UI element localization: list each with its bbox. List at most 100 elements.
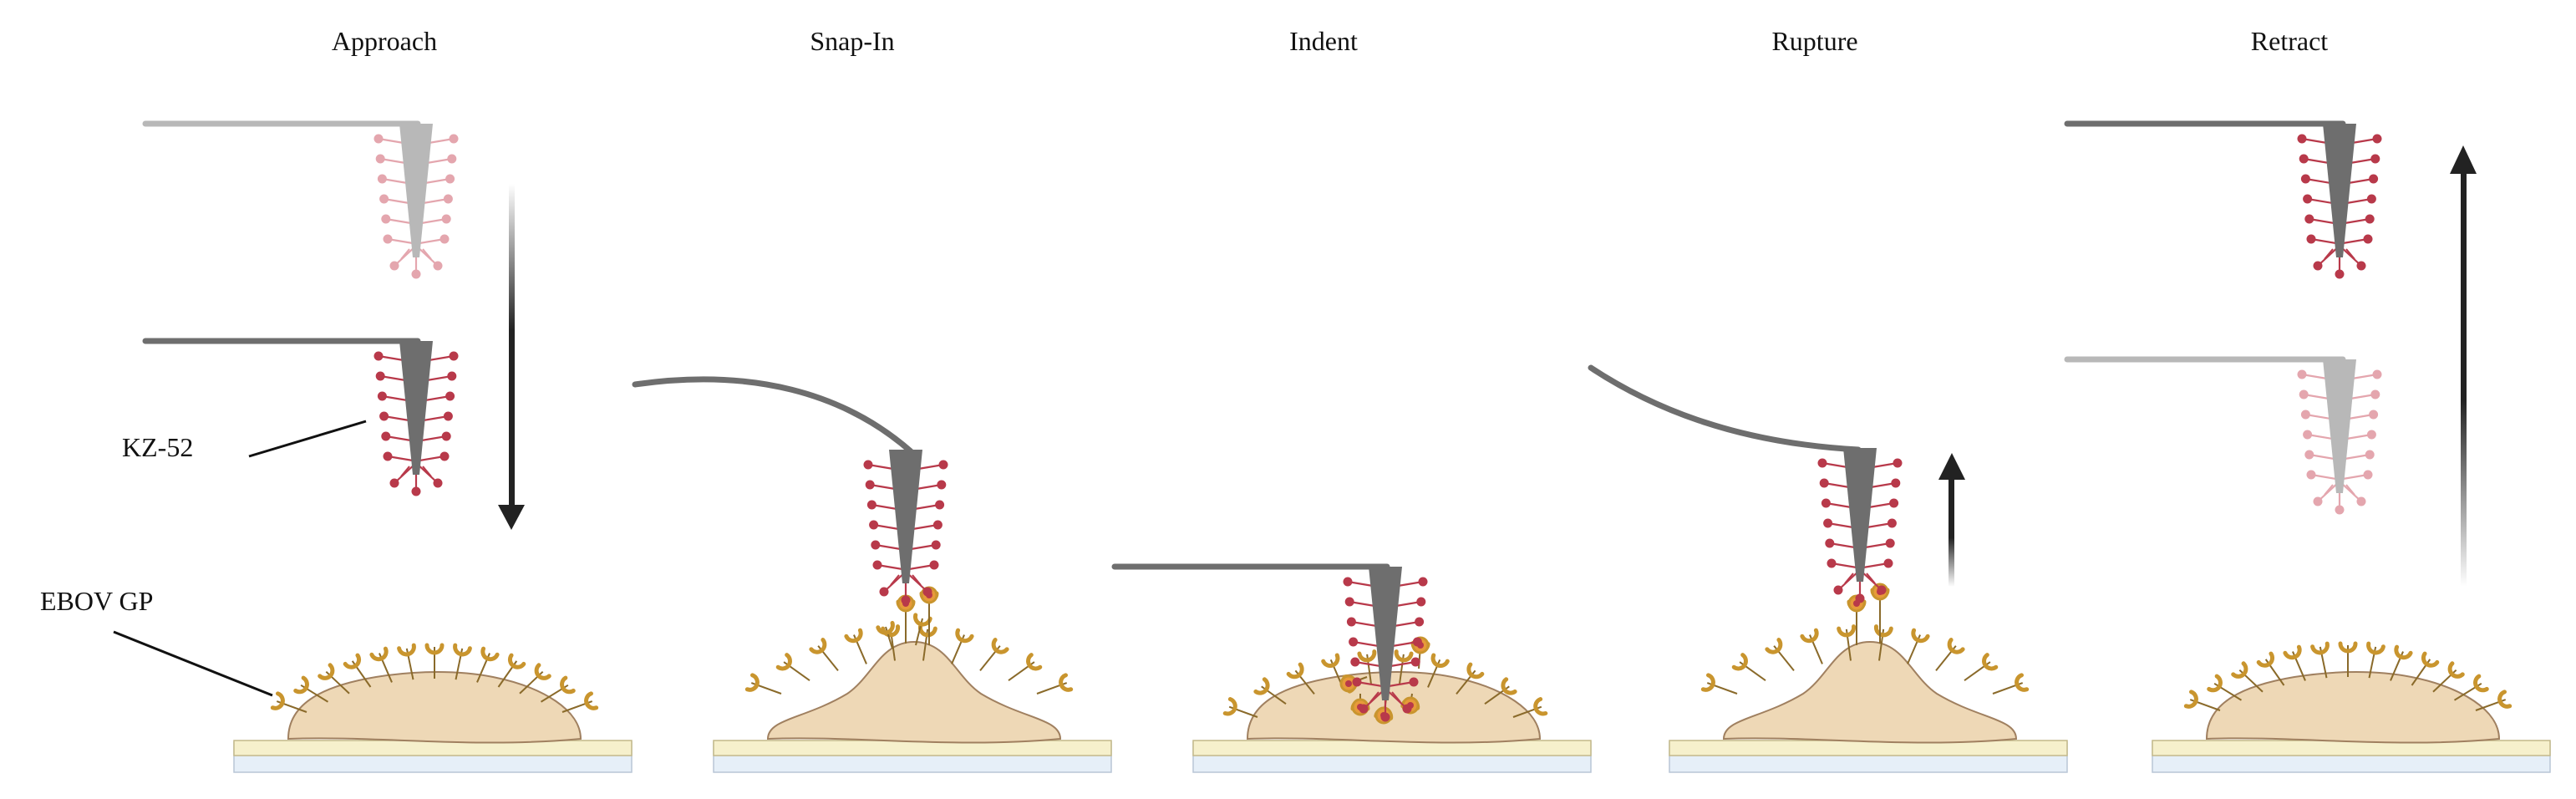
antibody-bead [2303, 194, 2313, 204]
antibody-arm [2324, 248, 2334, 260]
glycoprotein-head [318, 663, 335, 680]
antibody-bead [931, 540, 941, 550]
cantilevers-layer [142, 120, 2346, 570]
antibody-bead [441, 214, 451, 224]
antibody-bead [2306, 234, 2316, 244]
antibody-bead [383, 451, 393, 461]
glycoprotein [424, 643, 445, 679]
glycoprotein-head [424, 643, 445, 655]
retract-arrow-head [2450, 145, 2477, 174]
antibody-bead [901, 595, 911, 605]
glycoprotein [2411, 651, 2440, 686]
antibody-bead [2303, 430, 2313, 440]
antibody-bead [863, 460, 873, 470]
antibody-bead [2356, 496, 2366, 506]
glycoprotein-head [1059, 673, 1074, 692]
antibody-bead [1415, 617, 1425, 627]
glycoprotein-head [744, 673, 760, 692]
antibody-bead [1343, 577, 1353, 587]
antibody-bead [2300, 410, 2310, 420]
glycoprotein-head [397, 643, 416, 657]
glycoprotein [1394, 649, 1414, 684]
antibody-bead [935, 500, 945, 510]
antibody-bead [2304, 214, 2314, 224]
glycoprotein-head [507, 653, 526, 669]
antibody-bead [2365, 450, 2375, 460]
cell-2 [1192, 671, 1592, 773]
antibody-arm [400, 248, 410, 260]
tip-indent [1343, 567, 1428, 722]
glycoprotein [1907, 628, 1930, 664]
antibody-bead [2297, 369, 2307, 379]
glycoprotein-head [1357, 649, 1377, 663]
substrate-layer [1669, 740, 2068, 756]
antibody-bead [872, 560, 882, 570]
annotation-labels: KZ-52 EBOV GP [40, 420, 367, 697]
antibody-bead [1359, 704, 1369, 714]
antibody-bead [439, 451, 450, 461]
antibody-bead [2365, 214, 2375, 224]
glycoprotein [270, 691, 307, 713]
substrate-layer [1192, 740, 1592, 756]
antibody-bead [441, 431, 451, 441]
antibody-bead [411, 486, 421, 496]
afm-tip-pyramid [2323, 359, 2356, 493]
antibody-arm [422, 248, 432, 260]
glycoprotein-head [369, 646, 389, 662]
antibody-bead [2304, 450, 2314, 460]
glycoprotein-head [1321, 653, 1340, 668]
glycoprotein-head [1700, 673, 1715, 692]
stage-title-indent: Indent [1289, 26, 1358, 56]
antibody-bead [373, 134, 384, 144]
antibody-bead [1418, 577, 1428, 587]
glycoprotein [1036, 673, 1074, 695]
cell-4 [2152, 671, 2551, 773]
stage-title-approach: Approach [332, 26, 437, 56]
glycoprotein-head [2231, 661, 2248, 679]
glycoprotein [1992, 673, 2030, 695]
glycoprotein-head [955, 628, 974, 644]
antibody-bead [447, 154, 457, 164]
antibody-bead [2299, 154, 2309, 164]
motion-arrows-layer [498, 145, 2477, 587]
glycoprotein [2475, 690, 2512, 711]
glycoprotein [476, 646, 500, 683]
glycoprotein [1800, 628, 1823, 664]
glycoprotein [2256, 651, 2285, 686]
label-ebov-gp: EBOV GP [40, 586, 153, 616]
glycoprotein [951, 628, 974, 664]
glycoprotein [2183, 690, 2221, 711]
glycoprotein [2338, 641, 2358, 677]
tips-layer [373, 124, 2382, 722]
glycoprotein-head [1533, 697, 1548, 716]
glycoprotein-head [1947, 638, 1965, 654]
antibody-arm [1369, 691, 1379, 703]
stage-title-retract: Retract [2251, 26, 2329, 56]
cell-body [287, 671, 582, 744]
antibody-bead [1893, 458, 1903, 468]
tip-retract-end [2297, 124, 2382, 279]
glycoprotein-head [2421, 651, 2440, 668]
substrate-layer [2152, 740, 2551, 756]
rupture-arrow-head [1938, 453, 1965, 480]
antibody-bead [1825, 538, 1835, 548]
cell-0 [233, 671, 633, 773]
antibody-bead [2370, 154, 2380, 164]
antibody-arm [890, 574, 900, 586]
glycoprotein [2207, 674, 2243, 701]
antibody-bead [2300, 174, 2310, 184]
antibody-bead [445, 174, 455, 184]
glycoprotein [1935, 638, 1965, 671]
cell-1 [713, 640, 1112, 773]
antibody-bead [375, 371, 385, 381]
glycoprotein-head [1394, 649, 1414, 663]
tip-approach-end [373, 341, 459, 496]
antibody-bead [2313, 261, 2323, 271]
glycoprotein-head [1731, 653, 1748, 671]
antibody-bead [433, 261, 443, 271]
glycoprotein-head [1286, 662, 1304, 679]
antibody-bead [922, 587, 932, 597]
afm-tip-pyramid [399, 124, 433, 257]
antibody-bead [879, 587, 889, 597]
